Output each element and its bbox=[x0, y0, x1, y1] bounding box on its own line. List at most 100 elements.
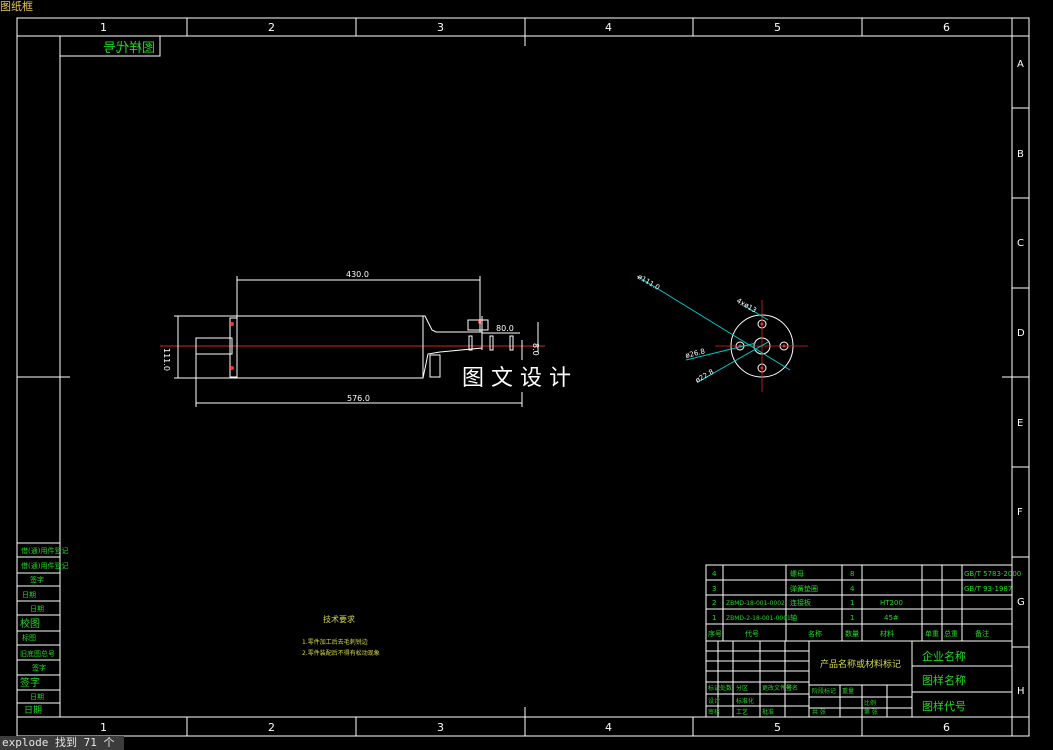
svg-text:日期: 日期 bbox=[30, 605, 44, 613]
svg-text:3: 3 bbox=[712, 585, 716, 593]
svg-text:批准: 批准 bbox=[762, 708, 774, 716]
svg-text:6: 6 bbox=[943, 21, 950, 34]
svg-text:备注: 备注 bbox=[975, 629, 989, 638]
svg-text:技术要求: 技术要求 bbox=[323, 614, 355, 624]
dim-d1: ø111.0 bbox=[636, 273, 661, 292]
svg-text:HT200: HT200 bbox=[880, 599, 903, 607]
svg-text:45#: 45# bbox=[884, 614, 899, 622]
svg-text:连接板: 连接板 bbox=[790, 598, 811, 607]
svg-text:图样代号: 图样代号 bbox=[103, 41, 155, 56]
svg-text:5: 5 bbox=[774, 721, 781, 734]
svg-text:F: F bbox=[1017, 507, 1023, 518]
shaft-side-view[interactable]: 430.0 576.0 111.0 80.0 8.0 bbox=[160, 270, 545, 407]
svg-text:2: 2 bbox=[268, 721, 275, 734]
drawing-frame-label: 图纸框 bbox=[0, 0, 33, 13]
svg-text:6: 6 bbox=[943, 721, 950, 734]
svg-text:共 张: 共 张 bbox=[812, 708, 826, 716]
svg-text:签字: 签字 bbox=[20, 676, 40, 689]
title-block: 产品名称或材料标记 企业名称 图样名称 图样代号 标记 处数 分区 更改文件号 … bbox=[705, 640, 1013, 718]
svg-text:单重: 单重 bbox=[925, 629, 939, 638]
drawing-code: 图样代号 bbox=[922, 699, 966, 713]
dim-right-len: 80.0 bbox=[496, 324, 514, 333]
svg-text:日期: 日期 bbox=[24, 705, 42, 716]
svg-text:校图: 校图 bbox=[20, 617, 40, 630]
svg-text:旧底图总号: 旧底图总号 bbox=[20, 649, 55, 658]
dim-height: 111.0 bbox=[162, 348, 171, 371]
svg-text:3: 3 bbox=[437, 721, 444, 734]
svg-text:日期: 日期 bbox=[22, 591, 36, 599]
svg-text:轴: 轴 bbox=[790, 613, 797, 622]
svg-text:设计: 设计 bbox=[708, 697, 720, 705]
row-labels: A B C D E F G H bbox=[1017, 59, 1025, 697]
svg-text:审核: 审核 bbox=[708, 708, 720, 716]
technical-requirements: 技术要求 1.零件加工后去毛刺锐边 2.零件装配后不得有松动现象 bbox=[302, 614, 380, 657]
svg-text:GB/T 5783-2000: GB/T 5783-2000 bbox=[964, 570, 1021, 578]
svg-text:日期: 日期 bbox=[30, 693, 44, 701]
svg-text:ZBMD-2-18-001-0001: ZBMD-2-18-001-0001 bbox=[726, 615, 791, 622]
svg-text:分区: 分区 bbox=[736, 684, 748, 692]
svg-text:弹簧垫圈: 弹簧垫圈 bbox=[790, 584, 818, 593]
command-line[interactable]: explode 找到 71 个 bbox=[0, 736, 124, 750]
svg-text:5: 5 bbox=[774, 21, 781, 34]
svg-text:借(通)用件登记: 借(通)用件登记 bbox=[21, 561, 68, 570]
dim-d2: 4xø13 bbox=[735, 297, 758, 315]
watermark-text: 图 文 设 计 bbox=[462, 366, 571, 391]
svg-text:2: 2 bbox=[268, 21, 275, 34]
row-ticks bbox=[17, 107, 1029, 648]
svg-text:8: 8 bbox=[850, 570, 854, 578]
svg-text:ZBMD-18-001-0002: ZBMD-18-001-0002 bbox=[726, 600, 785, 607]
svg-text:签名: 签名 bbox=[786, 684, 798, 692]
svg-text:H: H bbox=[1017, 686, 1025, 697]
svg-text:3: 3 bbox=[437, 21, 444, 34]
svg-text:G: G bbox=[1017, 597, 1025, 608]
svg-text:D: D bbox=[1017, 328, 1025, 339]
svg-text:B: B bbox=[1017, 149, 1024, 160]
svg-text:签字: 签字 bbox=[32, 663, 46, 672]
svg-text:C: C bbox=[1017, 238, 1024, 249]
svg-text:2.零件装配后不得有松动现象: 2.零件装配后不得有松动现象 bbox=[302, 649, 380, 657]
svg-text:标图: 标图 bbox=[22, 633, 36, 642]
svg-text:GB/T 93-1987: GB/T 93-1987 bbox=[964, 585, 1012, 593]
svg-text:E: E bbox=[1017, 418, 1023, 429]
svg-text:1: 1 bbox=[712, 614, 716, 622]
svg-text:更改文件号: 更改文件号 bbox=[762, 684, 792, 692]
dim-top-width: 430.0 bbox=[346, 270, 369, 279]
svg-text:标准化: 标准化 bbox=[736, 697, 754, 705]
col-label: 1 bbox=[100, 21, 107, 34]
dim-overall-length: 576.0 bbox=[347, 394, 370, 403]
svg-text:4: 4 bbox=[605, 21, 612, 34]
svg-text:标记: 标记 bbox=[708, 684, 720, 692]
svg-text:总重: 总重 bbox=[944, 629, 958, 638]
svg-text:名称: 名称 bbox=[808, 629, 822, 638]
svg-text:处数: 处数 bbox=[720, 684, 732, 692]
svg-text:2: 2 bbox=[712, 599, 716, 607]
flange-end-view[interactable]: ø111.0 4xø13 ø26.8 ø22.8 bbox=[636, 273, 808, 392]
column-labels: 1 2 3 4 5 6 1 2 3 4 5 6 bbox=[100, 21, 950, 734]
svg-text:1: 1 bbox=[850, 599, 854, 607]
svg-text:A: A bbox=[1017, 59, 1024, 70]
dim-right-h: 8.0 bbox=[531, 343, 540, 356]
svg-text:签字: 签字 bbox=[30, 575, 44, 584]
drawing-name: 图样名称 bbox=[922, 673, 966, 687]
svg-text:螺母: 螺母 bbox=[790, 569, 804, 578]
svg-text:材料: 材料 bbox=[880, 629, 894, 638]
svg-text:4: 4 bbox=[712, 570, 717, 578]
svg-text:4: 4 bbox=[850, 585, 855, 593]
svg-text:工艺: 工艺 bbox=[736, 708, 748, 716]
svg-text:数量: 数量 bbox=[845, 629, 859, 638]
svg-text:1: 1 bbox=[100, 721, 107, 734]
svg-text:1: 1 bbox=[850, 614, 854, 622]
svg-text:借(通)用件登记: 借(通)用件登记 bbox=[21, 546, 68, 555]
svg-text:4: 4 bbox=[605, 721, 612, 734]
svg-text:比例: 比例 bbox=[864, 699, 876, 707]
svg-text:第 张: 第 张 bbox=[864, 708, 878, 716]
drawing-code-tag: 图样代号 bbox=[59, 35, 161, 57]
watermark-bg bbox=[455, 360, 605, 392]
svg-text:阶段标记: 阶段标记 bbox=[812, 687, 836, 695]
svg-text:代号: 代号 bbox=[745, 629, 759, 638]
svg-text:序号: 序号 bbox=[708, 629, 722, 638]
left-strip-table: 借(通)用件登记 借(通)用件登记 签字 日期 日期 校图 标图 旧底图总号 签… bbox=[16, 542, 68, 718]
column-ticks bbox=[186, 18, 863, 736]
svg-text:1.零件加工后去毛刺锐边: 1.零件加工后去毛刺锐边 bbox=[302, 638, 368, 646]
